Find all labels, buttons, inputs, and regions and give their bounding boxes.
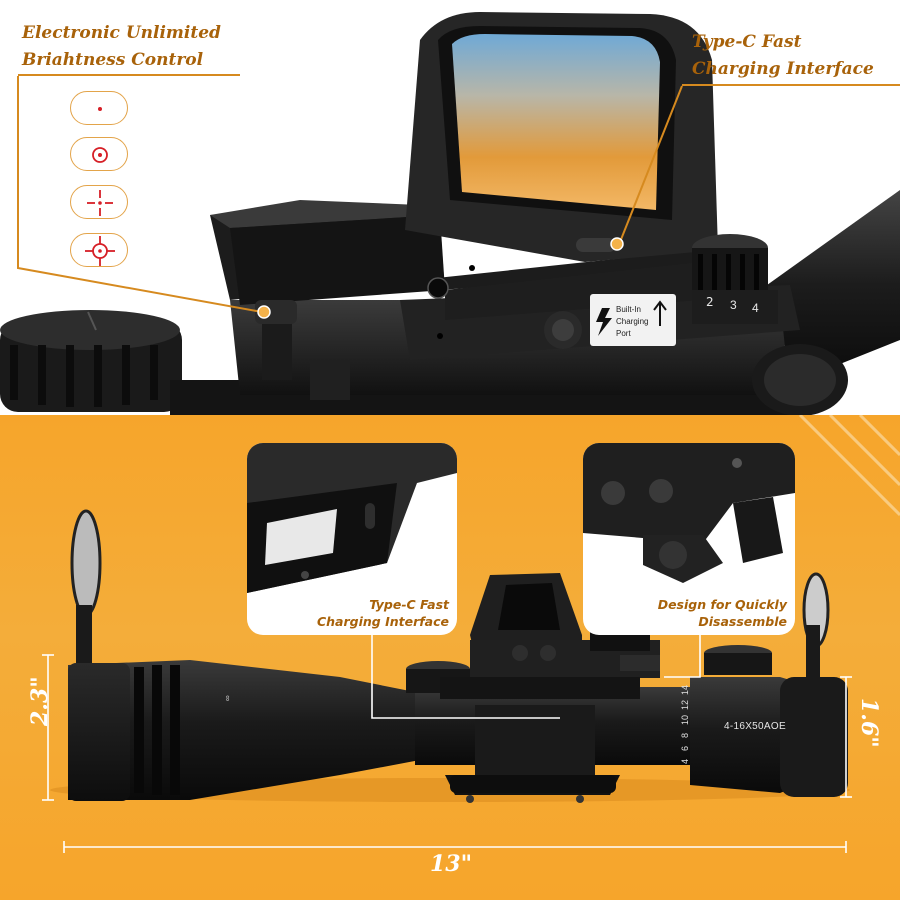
length-dimension: 13" [430,851,473,877]
red-dot-sight [470,573,666,678]
reticle-circle-dot-icon [70,137,128,171]
callout-line-left [17,76,263,313]
callout-dot-left [257,305,271,319]
top-panel: 2 3 4 Buil [0,0,900,415]
inset-right-label-line-2: Disassemble [698,614,787,629]
rear-flip-cap [802,572,830,680]
eyepiece [690,677,800,793]
sticker-line-2: Charging [616,317,648,326]
scope-combo-illustration: ∞ 4 6 8 10 12 14 [42,415,900,853]
bottom-panel: ∞ 4 6 8 10 12 14 [0,415,900,900]
lightning-icon [596,308,612,336]
brightness-turret [692,234,778,324]
inset-charging-port: Type-C Fast Charging Interface [247,443,457,635]
sticker-line-1: Built-In [616,305,641,314]
scope-mount [440,677,640,803]
charging-callout-line-1: Type-C Fast [692,32,802,52]
decorative-stripes [798,415,900,517]
screw-icon [469,265,475,271]
brightness-callout-line-1: Electronic Unlimited [22,23,221,43]
sticker-line-3: Port [616,329,631,338]
dimension-lines [42,654,852,853]
screw-icon [427,277,449,299]
front-flip-cap [70,509,102,665]
charging-port-closeup [247,443,457,593]
reticle-crosshair-icon [70,185,128,219]
arrow-up-icon [653,300,667,326]
zoom-mark-8: 8 [680,733,690,738]
mount-lever [544,311,582,349]
type-c-port [576,238,616,252]
inset-left-label-line-1: Type-C Fast [369,597,449,612]
objective-bell [68,663,130,801]
charging-callout: Type-C Fast Charging Interface [692,29,874,83]
eyepiece-boot [780,677,848,797]
inset-left-leader [371,605,560,719]
parallax-mark: ∞ [223,695,232,701]
scope-model-label: 4-16X50AOE [724,721,786,732]
zoom-mark-14: 14 [680,685,690,695]
elevation-turret [704,645,772,675]
screw-icon [437,333,443,339]
turret-number-4: 4 [752,301,759,315]
zoom-mark-4: 4 [680,759,690,764]
red-dot-sight-closeup: 2 3 4 Buil [0,12,900,415]
quick-release-closeup [583,443,795,583]
height-dimension-right: 1.6" [856,698,882,748]
brightness-callout: Electronic Unlimited Briahtness Control [22,20,221,74]
zoom-mark-10: 10 [680,715,690,725]
charging-callout-line-2: Charging Interface [692,59,874,79]
inset-quick-disassemble: Design for Quickly Disassemble [583,443,795,635]
brightness-callout-line-2: Briahtness Control [22,50,204,70]
reticle-circle-crosshair-icon [70,233,128,267]
inset-right-label: Design for Quickly Disassemble [658,596,787,630]
zoom-mark-12: 12 [680,700,690,710]
inset-left-label-line-2: Charging Interface [316,614,449,629]
inset-right-label-line-1: Design for Quickly [657,597,787,612]
inset-left-label: Type-C Fast Charging Interface [317,596,449,630]
side-wheel [752,344,848,415]
turret-number-3: 3 [730,298,737,312]
zoom-mark-6: 6 [680,746,690,751]
lens-window [452,34,660,210]
callout-dot-right [610,237,624,251]
reticle-dot-icon [70,91,128,125]
callout-underline-right [682,84,900,86]
turret-number-2: 2 [706,295,714,309]
scope-tube [760,190,900,380]
charging-port-sticker [590,294,676,346]
height-dimension-left: 2.3" [27,676,53,726]
callout-line-right [619,85,683,243]
callout-underline-left [18,74,240,76]
left-turret [0,310,182,412]
